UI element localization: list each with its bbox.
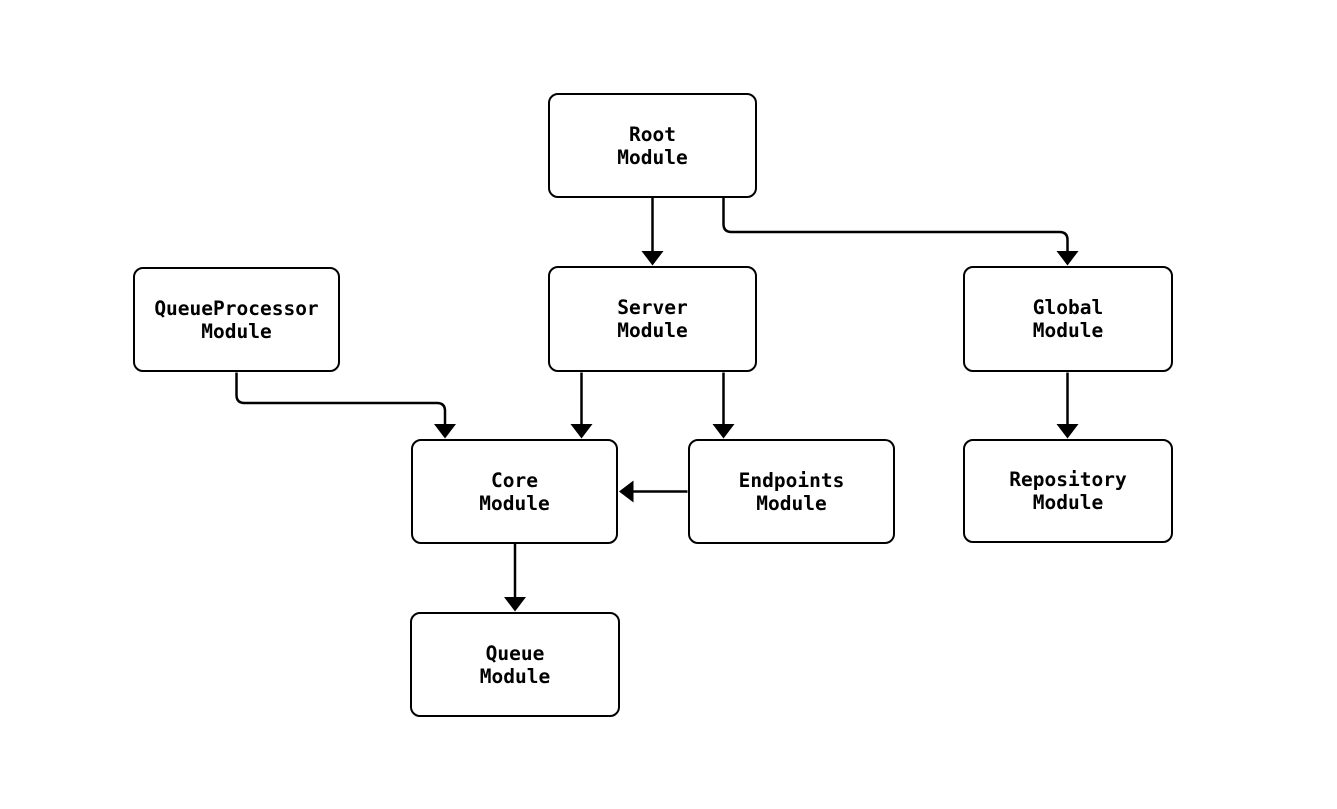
node-label-line: Module (1032, 491, 1104, 514)
node-label-line: Root (629, 122, 676, 146)
edge-root-to-global (722, 197, 1069, 252)
node-label-line: Module (1032, 319, 1104, 342)
arrowhead-root-to-global (1056, 251, 1079, 266)
arrowhead-root-to-server (641, 251, 664, 266)
node-server-module: Server Module (548, 266, 757, 372)
node-label-line: QueueProcessor (154, 296, 319, 320)
node-queue-module: Queue Module (410, 612, 620, 717)
node-global-module: Global Module (963, 266, 1173, 372)
node-label-line: Repository (1009, 468, 1127, 491)
node-label-line: Core (491, 468, 538, 492)
edge-queueprocessor-to-core (235, 372, 447, 425)
node-label-line: Server (617, 296, 688, 319)
node-core-module: Core Module (411, 439, 618, 544)
arrowhead-global-to-repository (1056, 424, 1079, 439)
arrowhead-core-to-queue (504, 597, 526, 612)
node-root-module: Root Module (548, 93, 757, 198)
arrowhead-server-to-core (570, 424, 593, 439)
node-label-line: Module (479, 491, 550, 515)
arrowhead-endpoints-to-core (619, 480, 634, 503)
node-repository-module: Repository Module (963, 439, 1173, 543)
node-label-line: Module (617, 319, 688, 342)
arrowhead-queueprocessor-to-core (434, 424, 456, 439)
node-endpoints-module: Endpoints Module (688, 439, 895, 544)
node-label-line: Module (479, 664, 551, 688)
node-label-line: Queue (485, 641, 545, 665)
node-queueprocessor-module: QueueProcessor Module (133, 267, 340, 372)
node-label-line: Global (1032, 296, 1104, 319)
node-label-line: Module (201, 319, 272, 343)
arrowhead-server-to-endpoints (712, 424, 735, 439)
node-label-line: Endpoints (738, 468, 845, 492)
node-label-line: Module (756, 491, 827, 515)
node-label-line: Module (617, 145, 688, 169)
